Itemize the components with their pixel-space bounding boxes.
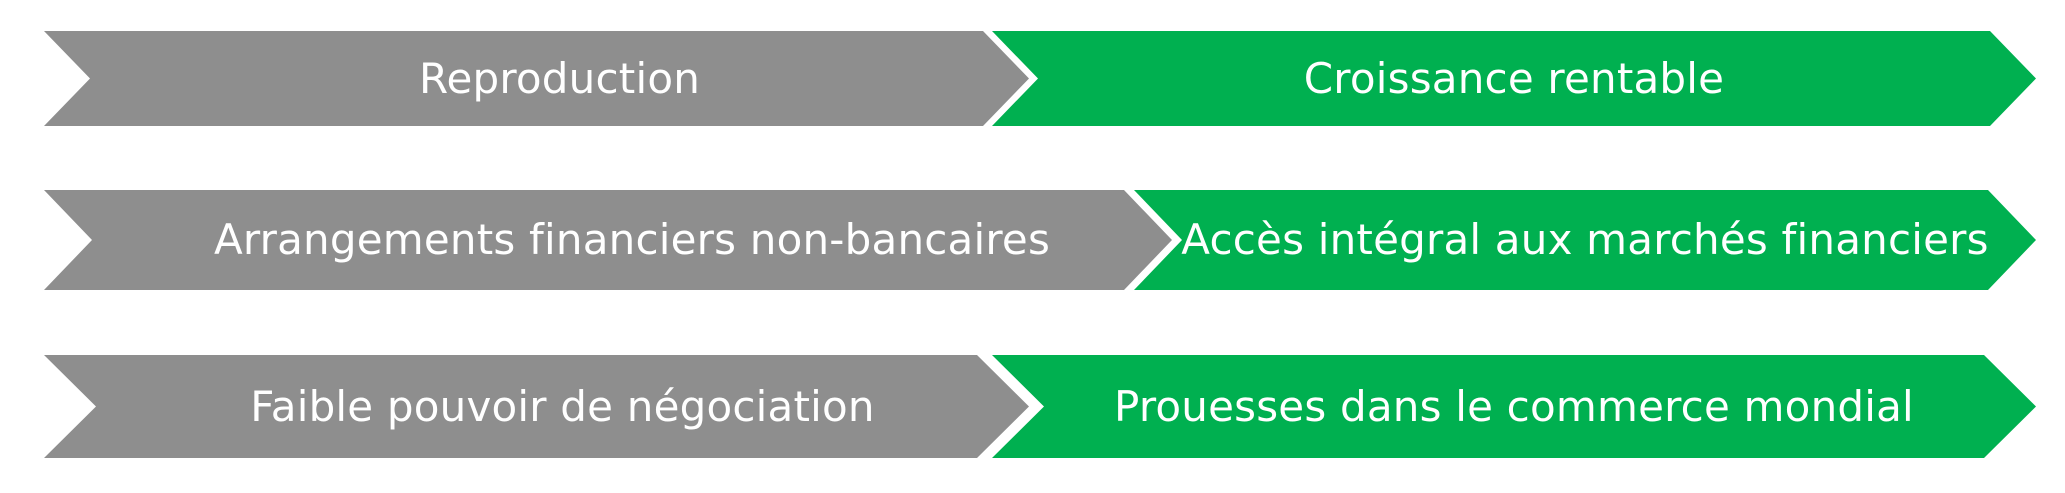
chevron-reproduction: Reproduction xyxy=(44,31,1029,126)
chevron-label: Faible pouvoir de négociation xyxy=(250,381,875,431)
row-3: Faible pouvoir de négociation Prouesses … xyxy=(0,355,2065,458)
chevron-label: Arrangements financiers non-bancaires xyxy=(213,215,1051,264)
chevron-arrangements-financiers: Arrangements financiers non-bancaires xyxy=(44,190,1172,290)
chevron-croissance-rentable: Croissance rentable xyxy=(992,31,2036,126)
chevron-acces-marches: Accès intégral aux marchés financiers xyxy=(1134,190,2036,290)
chevron-label: Croissance rentable xyxy=(1303,53,1725,103)
chevron-label: Reproduction xyxy=(418,53,701,103)
chevron-faible-pouvoir: Faible pouvoir de négociation xyxy=(44,355,1029,458)
chevron-prouesses-commerce: Prouesses dans le commerce mondial xyxy=(992,355,2036,458)
chevron-label: Prouesses dans le commerce mondial xyxy=(1114,381,1914,431)
chevron-label: Accès intégral aux marchés financiers xyxy=(1181,215,1989,264)
row-2: Arrangements financiers non-bancaires Ac… xyxy=(0,190,2065,290)
row-1: Reproduction Croissance rentable xyxy=(0,31,2065,126)
